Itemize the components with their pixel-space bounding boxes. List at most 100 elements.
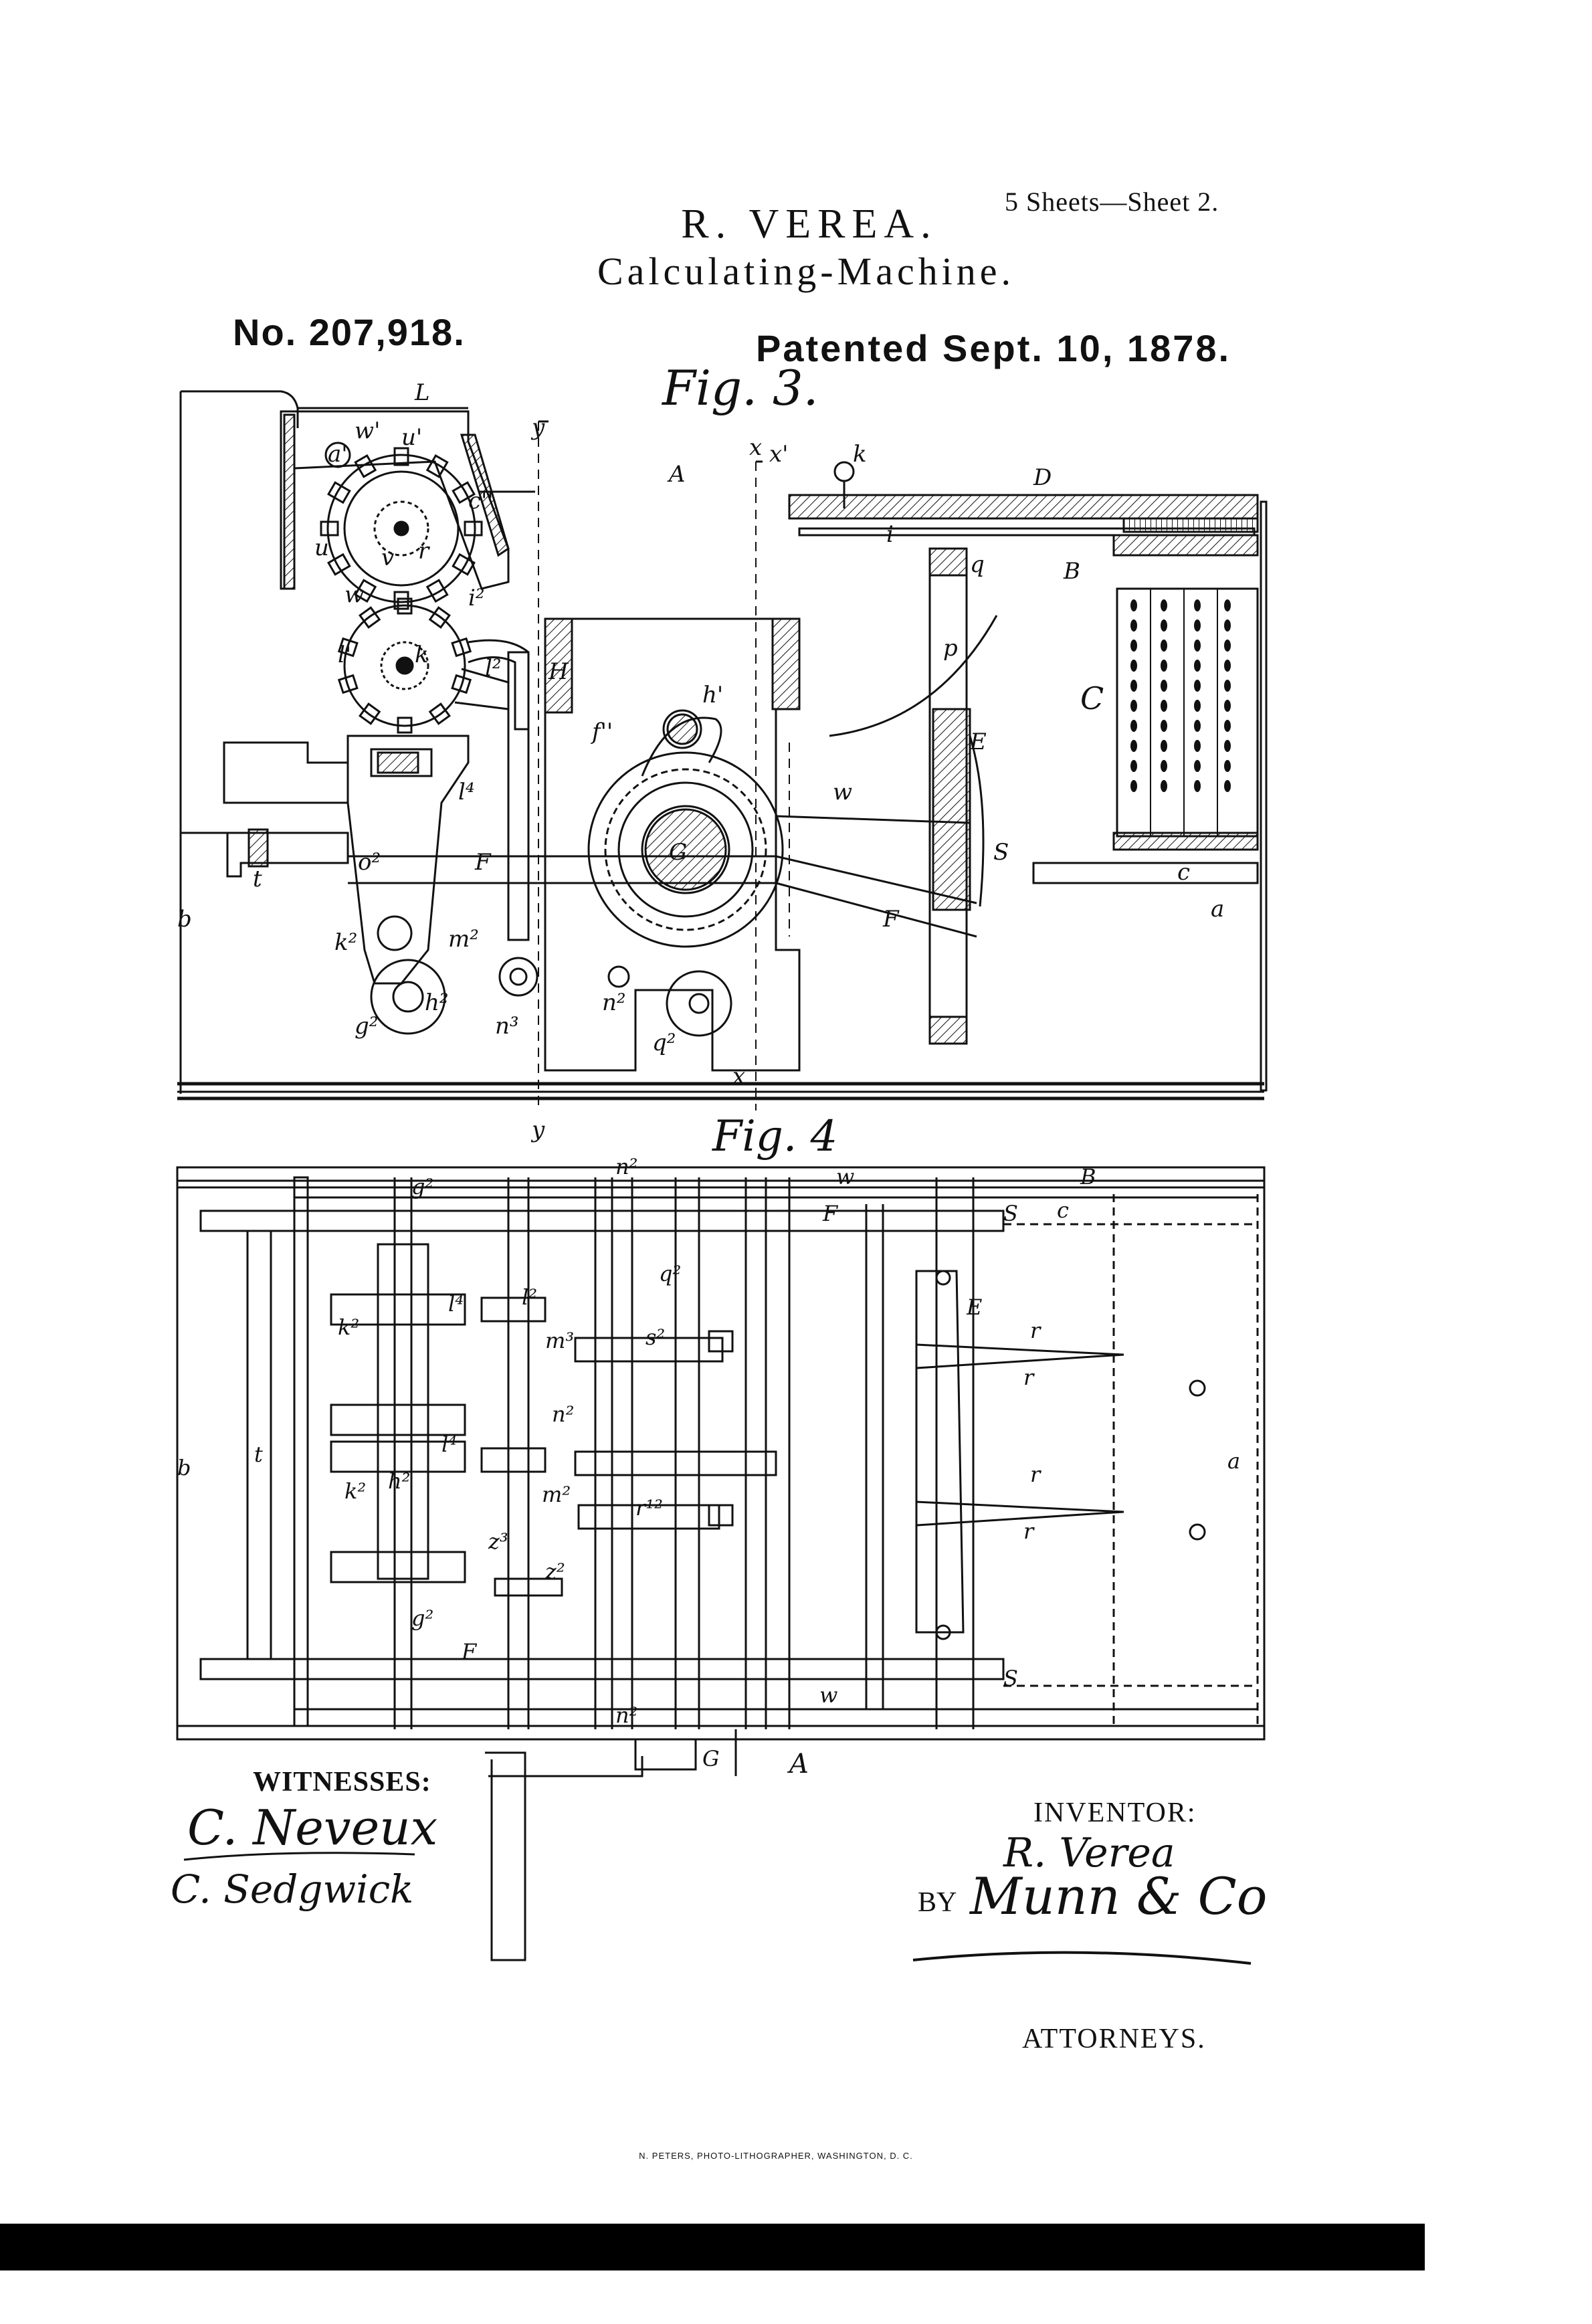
- svg-text:A: A: [667, 461, 686, 488]
- svg-text:k²: k²: [344, 1478, 366, 1504]
- svg-text:F: F: [822, 1201, 839, 1226]
- svg-text:w: w: [836, 1164, 854, 1189]
- svg-text:z³: z³: [488, 1529, 508, 1554]
- svg-text:l⁴: l⁴: [441, 1432, 457, 1457]
- svg-text:c'': c'': [468, 488, 494, 514]
- svg-text:k: k: [415, 642, 429, 668]
- svg-text:r¹²: r¹²: [635, 1495, 663, 1521]
- svg-text:y: y: [530, 1117, 545, 1143]
- figure-3-drawing: [177, 390, 1268, 1110]
- svg-text:a: a: [1211, 896, 1224, 923]
- svg-text:n³: n³: [495, 1013, 519, 1040]
- figure-4-label: Fig. 4: [712, 1112, 837, 1161]
- svg-text:q²: q²: [659, 1261, 681, 1286]
- printer-credit: N. PETERS, PHOTO-LITHOGRAPHER, WASHINGTO…: [639, 2151, 913, 2161]
- svg-text:g²: g²: [411, 1606, 433, 1631]
- svg-text:l⁴: l⁴: [458, 779, 475, 805]
- attorney-underline: [912, 1951, 1252, 1965]
- svg-text:t: t: [253, 866, 262, 892]
- svg-text:L: L: [414, 379, 430, 406]
- svg-text:x: x: [732, 1063, 745, 1090]
- svg-text:g²: g²: [355, 1013, 378, 1040]
- svg-text:m³: m³: [545, 1328, 574, 1353]
- svg-text:D: D: [1033, 464, 1052, 491]
- patent-date: Patented Sept. 10, 1878.: [756, 327, 1231, 369]
- svg-text:h²: h²: [425, 989, 449, 1016]
- svg-text:h²: h²: [388, 1468, 410, 1494]
- svg-text:i²: i²: [468, 585, 485, 611]
- svg-text:r: r: [1030, 1318, 1041, 1343]
- svg-text:y: y: [530, 414, 545, 441]
- svg-text:w': w': [355, 417, 380, 444]
- svg-text:l²: l²: [522, 1284, 537, 1310]
- svg-text:n²: n²: [602, 989, 626, 1016]
- svg-text:B: B: [1063, 558, 1080, 585]
- patent-number: No. 207,918.: [233, 311, 466, 353]
- svg-text:t: t: [254, 1442, 263, 1467]
- svg-text:b: b: [177, 906, 192, 933]
- svg-text:B: B: [1080, 1164, 1096, 1189]
- svg-text:n²: n²: [615, 1703, 637, 1728]
- svg-text:k: k: [853, 441, 867, 468]
- svg-text:s²: s²: [645, 1325, 665, 1350]
- svg-text:p: p: [943, 635, 958, 662]
- inventor-heading: R. VEREA.: [681, 201, 938, 247]
- svg-text:n²: n²: [552, 1401, 574, 1427]
- svg-text:u: u: [314, 535, 329, 561]
- svg-text:H: H: [548, 658, 569, 685]
- svg-text:G: G: [702, 1746, 720, 1771]
- svg-text:r: r: [1023, 1365, 1035, 1390]
- svg-text:l⁴: l⁴: [448, 1291, 464, 1317]
- svg-text:C: C: [1080, 680, 1104, 716]
- svg-text:w: w: [833, 779, 852, 805]
- svg-text:w: w: [819, 1682, 837, 1708]
- svg-text:z²: z²: [544, 1559, 565, 1584]
- svg-text:r: r: [1030, 1462, 1041, 1487]
- svg-text:E: E: [969, 729, 987, 755]
- sheet-number: 5 Sheets—Sheet 2.: [1005, 187, 1219, 217]
- witnesses-label: WITNESSES:: [253, 1767, 431, 1798]
- witness-underline: [183, 1852, 415, 1861]
- svg-text:o²: o²: [358, 849, 381, 876]
- figure-4-reference-letters: g² n² w B F S c l⁴ k² l² m³ s² q² E r r …: [177, 1154, 1240, 1779]
- svg-text:u': u': [401, 424, 422, 451]
- svg-text:G: G: [669, 839, 687, 866]
- svg-text:c: c: [1057, 1197, 1069, 1223]
- svg-text:v: v: [381, 545, 394, 571]
- svg-text:k²: k²: [334, 929, 357, 956]
- svg-text:b: b: [177, 1455, 191, 1480]
- svg-text:k²: k²: [338, 1315, 359, 1340]
- svg-text:m²: m²: [448, 926, 479, 953]
- svg-text:a': a': [328, 441, 348, 468]
- by-label: BY: [918, 1887, 957, 1918]
- svg-text:f'': f'': [590, 718, 613, 745]
- patent-title: Calculating-Machine.: [597, 250, 1015, 293]
- scan-border-bar: [0, 2224, 1425, 2270]
- svg-text:x': x': [769, 441, 789, 468]
- svg-text:i: i: [886, 521, 894, 548]
- figure-3-reference-letters: L c'' w' a' u' u v r w i² l' k l² H h' A…: [177, 379, 1224, 1143]
- svg-text:q: q: [970, 551, 985, 578]
- figure-3-label: Fig. 3.: [661, 360, 819, 416]
- svg-text:a: a: [1227, 1448, 1240, 1474]
- svg-text:A: A: [787, 1749, 809, 1779]
- svg-text:F: F: [882, 906, 900, 933]
- inventor-signature: R. Verea: [1003, 1830, 1175, 1876]
- svg-text:S: S: [993, 839, 1009, 866]
- svg-text:m²: m²: [542, 1482, 571, 1507]
- svg-text:r: r: [418, 538, 430, 565]
- figure-4-drawing: [176, 1166, 1266, 1961]
- svg-text:l²: l²: [485, 655, 502, 682]
- svg-text:n²: n²: [615, 1154, 637, 1179]
- witness-signature-1: C. Neveux: [187, 1800, 438, 1856]
- card-perforations: [1130, 599, 1231, 792]
- svg-text:x: x: [749, 434, 762, 461]
- attorney-signature: Munn & Co: [970, 1866, 1268, 1926]
- svg-text:F: F: [474, 849, 492, 876]
- svg-text:q²: q²: [652, 1030, 676, 1056]
- svg-text:F: F: [461, 1639, 478, 1664]
- svg-text:E: E: [966, 1294, 982, 1320]
- attorneys-label: ATTORNEYS.: [1022, 2024, 1206, 2054]
- svg-text:S: S: [1003, 1666, 1018, 1691]
